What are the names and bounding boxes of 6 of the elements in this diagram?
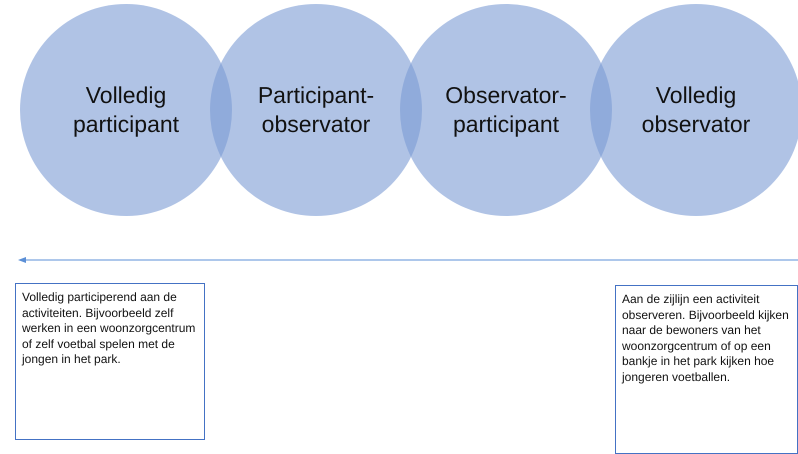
description-box: Aan de zijlijn een activiteit observeren. Bijvoorbeeld kijken naar de bewoners van het woonzorgcentrum of op een bankje in het park kijken hoe jongeren voetballen.: [615, 285, 798, 454]
description-box: Volledig participerend aan de activiteiten. Bijvoorbeeld zelf werken in een woonzorgcentrum of zelf voetbal spelen met de jongen in het park.: [15, 283, 205, 440]
circle-label: Observator-participant: [444, 81, 568, 139]
circle-label: Participant-observator: [256, 81, 376, 139]
circle-label: Volledig participant: [72, 81, 180, 139]
circle-label: Volledig observator: [640, 81, 752, 139]
